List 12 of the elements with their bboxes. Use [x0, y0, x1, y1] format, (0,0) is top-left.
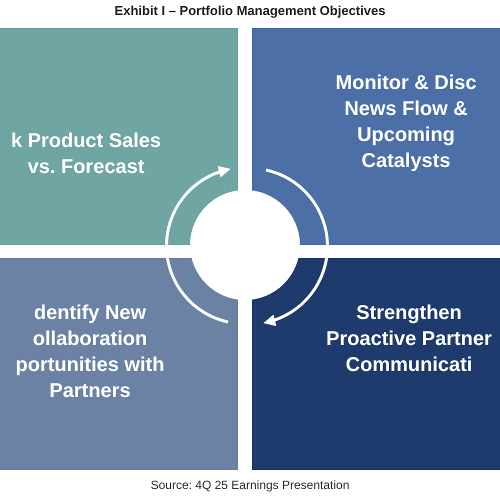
quadrant-box: [0, 28, 238, 245]
quadrant-box: [0, 258, 238, 470]
title: Exhibit I – Portfolio Management Objectives: [114, 3, 386, 18]
objective-text: k Product Sales vs. Forecast: [10, 129, 162, 180]
curved-arrow: [165, 166, 231, 324]
objective-text: Strengthen Proactive Partner Communicati: [325, 301, 493, 378]
objective-text: dentify New ollaboration portunities with Partners: [14, 301, 166, 404]
quadrant-box: [252, 258, 500, 470]
objective-text: Monitor & Disc News Flow & Upcoming Catalysts: [334, 71, 478, 174]
quadrant-box: [252, 28, 500, 245]
source-caption: Source: 4Q 25 Earnings Presentation: [150, 478, 350, 492]
curved-arrow: [263, 168, 329, 326]
